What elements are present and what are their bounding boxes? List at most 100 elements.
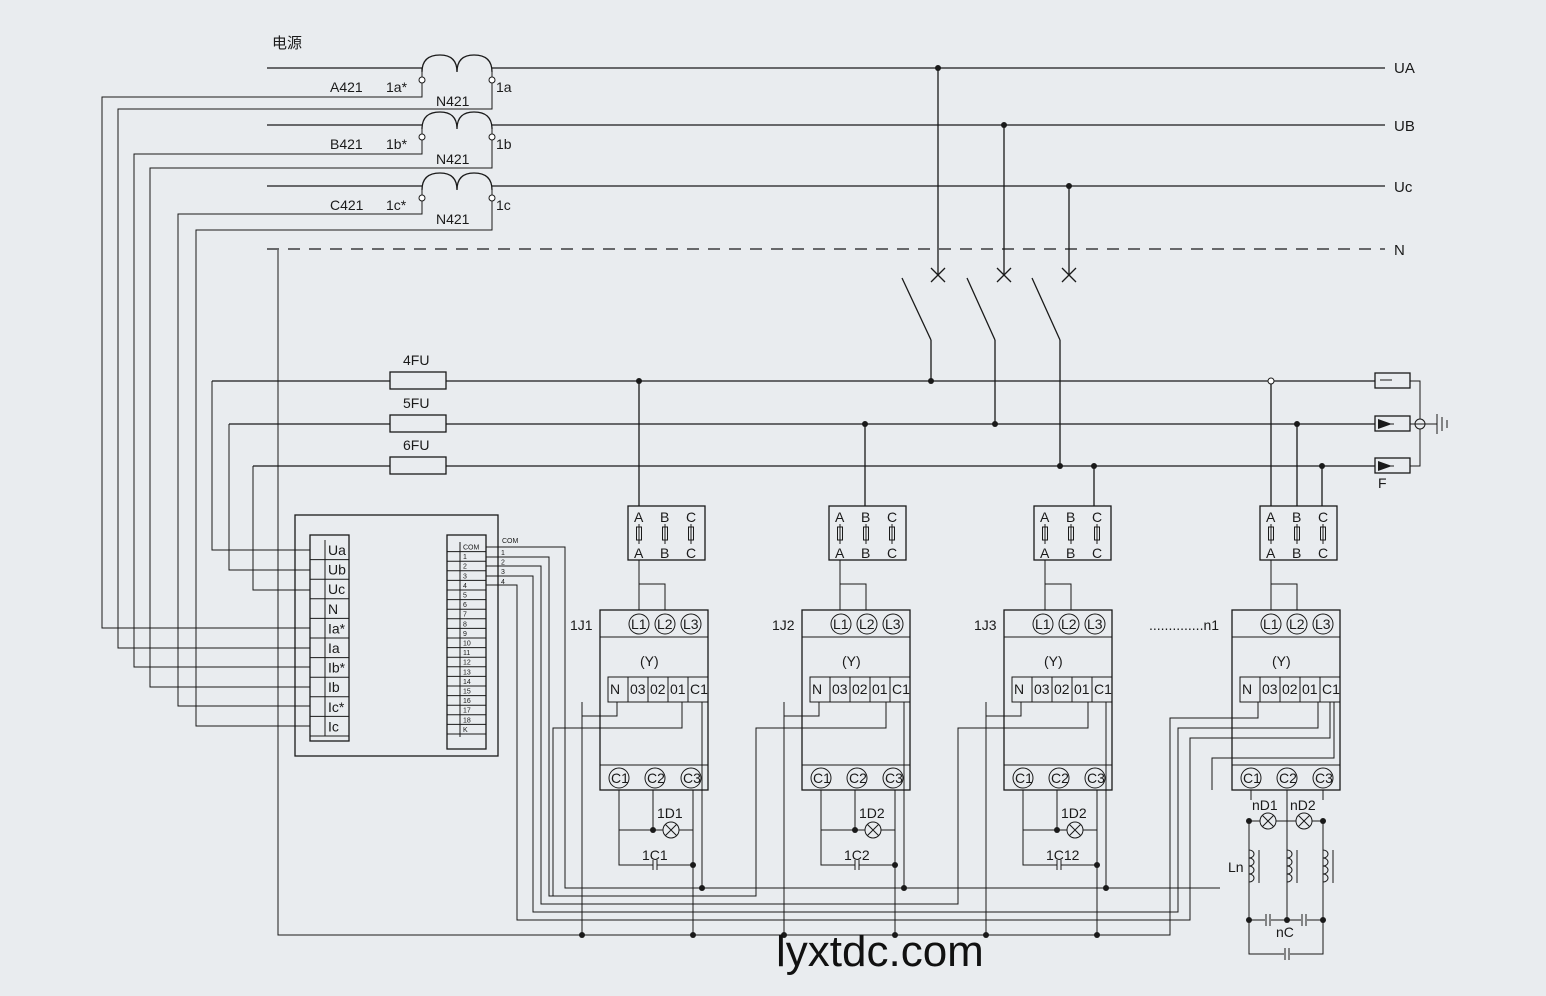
contactor-mid-terminal-strip	[809, 676, 911, 703]
fuse-to-contactor-wire	[638, 560, 666, 610]
lamp-label: 1D2	[1061, 805, 1087, 821]
ct-b-start-label: 1b*	[386, 136, 408, 152]
terminal-n: N	[328, 601, 338, 617]
terminal-l1	[628, 613, 650, 635]
port-13: 13	[463, 669, 471, 676]
capacitor-gap	[1284, 948, 1290, 960]
junction-dot	[699, 885, 705, 891]
reactor-coil	[1286, 849, 1293, 883]
junction-dot	[892, 932, 898, 938]
terminal-l3	[882, 613, 904, 635]
fuse-block-top-b: B	[660, 509, 669, 525]
fuse-block-bottom-a: A	[1040, 545, 1050, 561]
lamp-label-2: nD2	[1290, 797, 1316, 813]
fuse-block-bottom-a: A	[1266, 545, 1276, 561]
port-17: 17	[463, 708, 471, 715]
terminal-ib: Ib	[328, 679, 340, 695]
port-12: 12	[463, 660, 471, 667]
terminal-c2	[644, 767, 666, 789]
fuse-block-top-c: C	[887, 509, 897, 525]
fuse-to-contactor-wire	[1044, 560, 1072, 610]
lamp-label: 1D1	[657, 805, 683, 821]
terminal-c1	[608, 767, 630, 789]
mid-terminal-c1: C1	[892, 681, 910, 697]
com-wire	[1211, 702, 1335, 790]
terminal-ia: Ia	[328, 640, 340, 656]
indicator-lamp-cross	[1262, 815, 1274, 827]
terminal-ua: Ua	[328, 542, 346, 558]
fuse-5fu: 5FU	[389, 395, 447, 433]
terminal-ub: Ub	[328, 562, 346, 578]
ct-c-start-label: 1c*	[386, 197, 407, 213]
unit-name: ..............n1	[1149, 617, 1219, 633]
reactor-label: Ln	[1228, 859, 1244, 875]
junction-dot	[1284, 917, 1290, 923]
com-line-4: 4	[501, 579, 505, 586]
terminal-bottom-c3-label: C3	[885, 770, 903, 786]
junction-dot	[1246, 917, 1252, 923]
capacitor-gap	[1301, 914, 1307, 926]
port-1: 1	[463, 554, 467, 561]
terminal-ia-star: Ia*	[328, 620, 346, 636]
terminal-bottom-c3-label: C3	[1315, 770, 1333, 786]
fuse-block-bottom-c: C	[887, 545, 897, 561]
ct-c-wire-label: C421	[330, 197, 364, 213]
terminal-l1	[1260, 613, 1282, 635]
port-8: 8	[463, 621, 467, 628]
bus-tap-node	[1267, 377, 1275, 385]
indicator-lamp	[662, 821, 680, 839]
unit-name: 1J3	[974, 617, 997, 633]
indicator-lamp-cross	[1298, 815, 1310, 827]
port-18: 18	[463, 717, 471, 724]
mid-terminal-01: 01	[1074, 681, 1090, 697]
contactor-mode-label: (Y)	[1272, 653, 1291, 669]
cap-wire	[820, 790, 855, 866]
mid-terminal-01: 01	[872, 681, 888, 697]
bus-tap-node	[636, 378, 642, 384]
terminal-c3	[1312, 767, 1334, 789]
terminal-bottom-c1-label: C1	[813, 770, 831, 786]
ct-a-neutral-label: N421	[436, 93, 470, 109]
bus-label-ub: UB	[1394, 118, 1415, 135]
junction-dot	[983, 932, 989, 938]
fuse-block-bottom-b: B	[660, 545, 669, 561]
current-transformer-b: B421 1b* 1b N421	[330, 111, 512, 167]
fuse-block-top-b: B	[861, 509, 870, 525]
fuse-4fu: 4FU	[389, 352, 447, 390]
terminal-c2	[1276, 767, 1298, 789]
current-transformer-c: C421 1c* 1c N421	[330, 172, 511, 227]
indicator-lamp-cross	[1069, 824, 1081, 836]
junction-dot	[650, 827, 656, 833]
port-7: 7	[463, 612, 467, 619]
indicator-lamp	[864, 821, 882, 839]
terminal-l2	[654, 613, 676, 635]
capacitor-label: 1C12	[1046, 847, 1080, 863]
fuse-to-contactor-wire	[1270, 560, 1298, 610]
terminal-c2	[1048, 767, 1070, 789]
mid-terminal-01: 01	[670, 681, 686, 697]
fuse-block-bottom-b: B	[1066, 545, 1075, 561]
terminal-bottom-c2-label: C2	[647, 770, 665, 786]
mid-terminal-02: 02	[1282, 681, 1298, 697]
junction-dot	[690, 932, 696, 938]
terminal-l2-label: L2	[657, 616, 673, 632]
indicator-lamp-cross	[665, 824, 677, 836]
mid-terminal-02: 02	[852, 681, 868, 697]
port-6: 6	[463, 602, 467, 609]
terminal-bottom-c2-label: C2	[1051, 770, 1069, 786]
fuse-block-top-a: A	[1040, 509, 1050, 525]
junction-dot	[1054, 827, 1060, 833]
mid-terminal-02: 02	[650, 681, 666, 697]
fuse-block-top-c: C	[1318, 509, 1328, 525]
capacitor-label: nC	[1276, 924, 1294, 940]
contactor-mode-label: (Y)	[842, 653, 861, 669]
junction-dot	[1103, 885, 1109, 891]
terminal-l1-label: L1	[1035, 616, 1051, 632]
fuse-block-top-b: B	[1066, 509, 1075, 525]
unit-name: 1J1	[570, 617, 593, 633]
ct-b-end-label: 1b	[496, 136, 512, 152]
junction-dot	[579, 932, 585, 938]
